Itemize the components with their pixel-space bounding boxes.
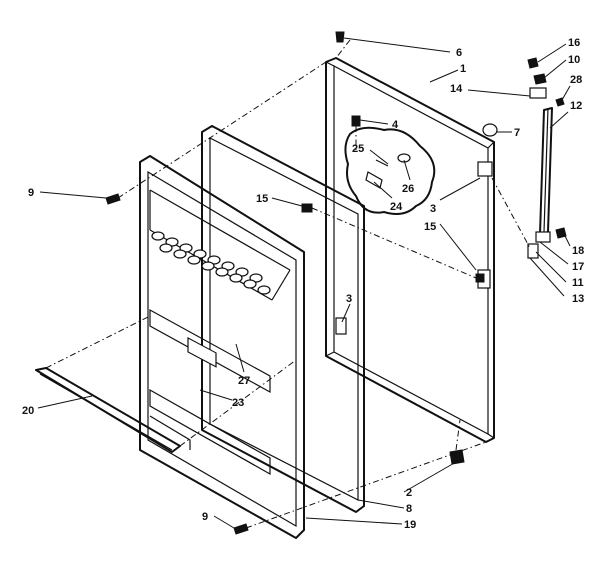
callout-7: 7 xyxy=(514,127,520,139)
callout-3-upper: 3 xyxy=(430,203,436,215)
callout-15-left: 15 xyxy=(256,193,268,205)
callout-15-right: 15 xyxy=(424,221,436,233)
alignment-lines xyxy=(45,39,531,529)
callout-20: 20 xyxy=(22,405,34,417)
callout-19: 19 xyxy=(404,519,416,531)
door-handle xyxy=(527,87,553,259)
callout-9-upper: 9 xyxy=(28,187,34,199)
screws-and-fasteners xyxy=(105,31,567,535)
outer-door-panel xyxy=(325,57,495,443)
callout-28: 28 xyxy=(570,74,582,86)
dairy-door xyxy=(35,367,181,453)
callout-23: 23 xyxy=(232,397,244,409)
leader-lines xyxy=(37,37,571,529)
callout-2: 2 xyxy=(406,487,412,499)
callout-1: 1 xyxy=(460,63,466,75)
callout-26: 26 xyxy=(402,183,414,195)
callout-11: 11 xyxy=(572,277,584,289)
egg-cups xyxy=(151,231,271,295)
callout-8: 8 xyxy=(406,503,412,515)
callout-18: 18 xyxy=(572,245,584,257)
callout-25: 25 xyxy=(352,143,364,155)
callout-labels: 6 1 16 10 14 28 12 4 7 25 26 24 3 15 9 1… xyxy=(22,37,584,531)
door-liner xyxy=(139,155,305,539)
callout-13: 13 xyxy=(572,293,584,305)
callout-17: 17 xyxy=(572,261,584,273)
callout-16: 16 xyxy=(568,37,580,49)
callout-27: 27 xyxy=(238,375,250,387)
callout-6: 6 xyxy=(456,47,462,59)
callout-12: 12 xyxy=(570,100,582,112)
callout-9-lower: 9 xyxy=(202,511,208,523)
callout-10: 10 xyxy=(568,54,580,66)
callout-3-lower: 3 xyxy=(346,293,352,305)
insulation-block xyxy=(344,126,436,215)
callout-24: 24 xyxy=(390,201,403,213)
callout-4: 4 xyxy=(392,119,399,131)
callout-14: 14 xyxy=(450,83,463,95)
